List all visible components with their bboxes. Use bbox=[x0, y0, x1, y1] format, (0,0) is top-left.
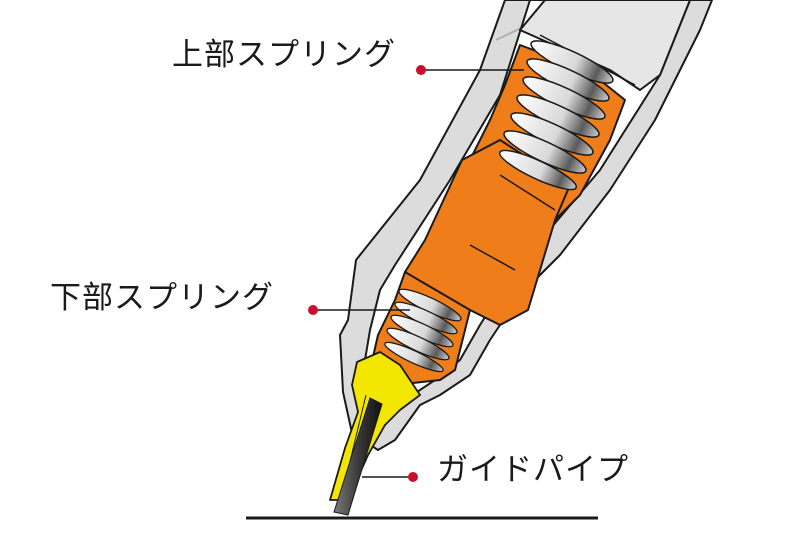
lower-spring-label: 下部スプリング bbox=[50, 280, 274, 316]
guide-pipe-label: ガイドパイプ bbox=[437, 452, 629, 488]
lower-spring bbox=[384, 288, 462, 373]
callout-dot-guide bbox=[408, 472, 418, 482]
callout-dot-lower bbox=[308, 305, 318, 315]
upper-spring-label: 上部スプリング bbox=[172, 37, 396, 73]
callout-dot-upper bbox=[416, 65, 426, 75]
upper-spring bbox=[498, 40, 614, 191]
pencil-lead bbox=[333, 397, 383, 516]
